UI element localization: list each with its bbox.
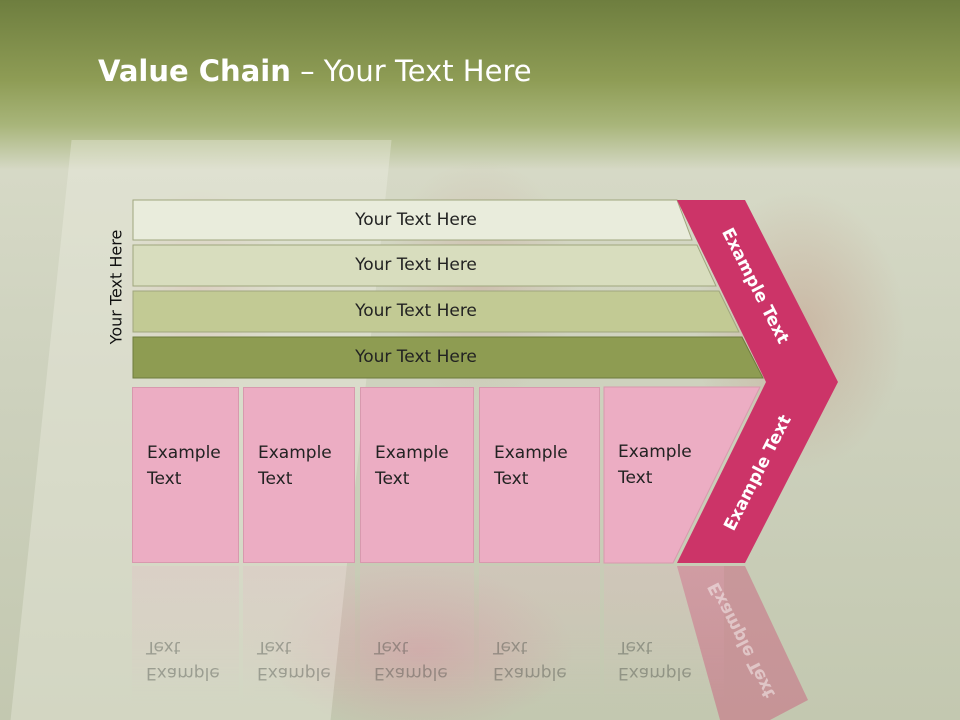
example-box-3[interactable]: Example Text bbox=[360, 387, 474, 563]
chevron-reflection bbox=[677, 566, 808, 720]
box-reflection-4: Example Text bbox=[479, 566, 600, 706]
band-shape-4[interactable] bbox=[132, 336, 764, 379]
example-box-1-label: Example Text bbox=[147, 443, 221, 489]
band-4-label: Your Text Here bbox=[355, 347, 477, 367]
box-shape-5[interactable] bbox=[603, 386, 761, 564]
example-box-2-label: Example Text bbox=[258, 443, 332, 489]
title-bold: Value Chain bbox=[98, 54, 291, 88]
box-reflection-1-label: Example Text bbox=[146, 637, 220, 683]
chevron-shape[interactable] bbox=[677, 200, 838, 563]
box-reflection-3: Example Text bbox=[360, 566, 474, 706]
example-box-5: Example Text bbox=[604, 387, 724, 563]
slide-title[interactable]: Value Chain – Your Text Here bbox=[98, 54, 532, 88]
box-reflection-2: Example Text bbox=[243, 566, 355, 706]
band-1-label: Your Text Here bbox=[355, 210, 477, 230]
box-reflection-3-label: Example Text bbox=[374, 637, 448, 683]
example-box-2[interactable]: Example Text bbox=[243, 387, 355, 563]
box-reflection-2-label: Example Text bbox=[257, 637, 331, 683]
band-shape-2[interactable] bbox=[132, 244, 717, 287]
band-shape-3[interactable] bbox=[132, 290, 740, 333]
box-reflection-4-label: Example Text bbox=[493, 637, 567, 683]
example-box-4-label: Example Text bbox=[494, 443, 568, 489]
box-reflection-5: Example Text bbox=[604, 566, 724, 706]
example-box-5-label: Example Text bbox=[618, 442, 692, 488]
band-2-label: Your Text Here bbox=[355, 255, 477, 275]
band-shape-1[interactable] bbox=[132, 199, 693, 241]
band-3-label: Your Text Here bbox=[355, 301, 477, 321]
example-box-1[interactable]: Example Text bbox=[132, 387, 239, 563]
example-box-4[interactable]: Example Text bbox=[479, 387, 600, 563]
box-reflection-1: Example Text bbox=[132, 566, 239, 706]
title-rest: – Your Text Here bbox=[290, 54, 532, 88]
example-box-3-label: Example Text bbox=[375, 443, 449, 489]
box-reflection-5-label: Example Text bbox=[618, 637, 692, 683]
